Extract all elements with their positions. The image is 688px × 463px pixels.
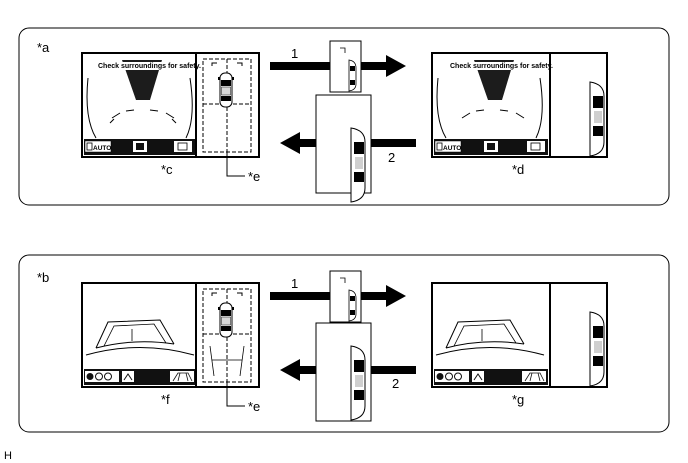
panel-b: *b *f <box>18 254 670 433</box>
panel-a-frame <box>18 27 670 206</box>
auto-label: AUTO <box>93 145 111 152</box>
view-switch-icon <box>530 142 541 151</box>
screen-d: Check surroundings for safety. AUTO <box>431 52 608 158</box>
sensor-icon <box>104 372 112 381</box>
car-edge-view <box>589 81 605 157</box>
car-top-view <box>217 302 235 338</box>
rear-guide-lines <box>95 319 175 349</box>
view-icon <box>136 143 144 150</box>
screen-d-label: *d <box>512 162 524 177</box>
auto-label: AUTO <box>443 145 461 152</box>
guide-label-e: *e <box>248 169 260 184</box>
strip-thumbnail-large <box>315 322 372 422</box>
assist-icon <box>95 372 103 381</box>
sensor-icon <box>454 372 462 381</box>
camera-icon <box>436 142 443 151</box>
arrow-back-number: 2 <box>388 150 395 165</box>
panel-b-frame <box>18 254 670 433</box>
parking-guide-icon <box>524 372 545 382</box>
car-edge-view <box>589 311 605 387</box>
leader-line-e <box>226 152 245 177</box>
panel-a: *a Check surroundings for safety. AUTO <box>18 27 670 206</box>
camera-mode-icon <box>436 373 444 380</box>
view-icon <box>487 143 495 150</box>
camera-icon <box>86 142 93 151</box>
safety-banner: Check surroundings for safety. <box>98 63 201 70</box>
screen-c: Check surroundings for safety. AUTO <box>81 52 260 158</box>
leader-line-e <box>226 382 245 407</box>
banner-bg <box>86 62 196 70</box>
view-switch-icon <box>177 142 188 151</box>
guide-label-e: *e <box>248 399 260 414</box>
arrow-forward-number: 1 <box>291 276 298 291</box>
panel-a-label: *a <box>37 40 50 55</box>
screen-f <box>81 282 260 388</box>
arrow-forward-number: 1 <box>291 46 298 61</box>
screen-g-label: *g <box>512 392 524 407</box>
guide-toggle-icon <box>473 373 483 381</box>
strip-thumbnail-small <box>329 40 362 93</box>
rear-guide-lines <box>445 319 525 349</box>
screen-g <box>431 282 608 388</box>
arrow-back-number: 2 <box>392 376 399 391</box>
panel-b-label: *b <box>37 270 49 285</box>
screen-c-label: *c <box>161 162 173 177</box>
strip-thumbnail-small <box>329 270 362 323</box>
assist-icon <box>445 372 453 381</box>
camera-mode-icon <box>86 373 94 380</box>
strip-thumbnail-large <box>315 94 372 203</box>
parking-guide-icon <box>172 372 193 382</box>
guide-toggle-icon <box>123 373 133 381</box>
safety-banner: Check surroundings for safety. <box>450 63 553 70</box>
screen-f-label: *f <box>161 392 170 407</box>
car-top-view <box>217 72 235 108</box>
figure-code: H <box>4 450 12 462</box>
